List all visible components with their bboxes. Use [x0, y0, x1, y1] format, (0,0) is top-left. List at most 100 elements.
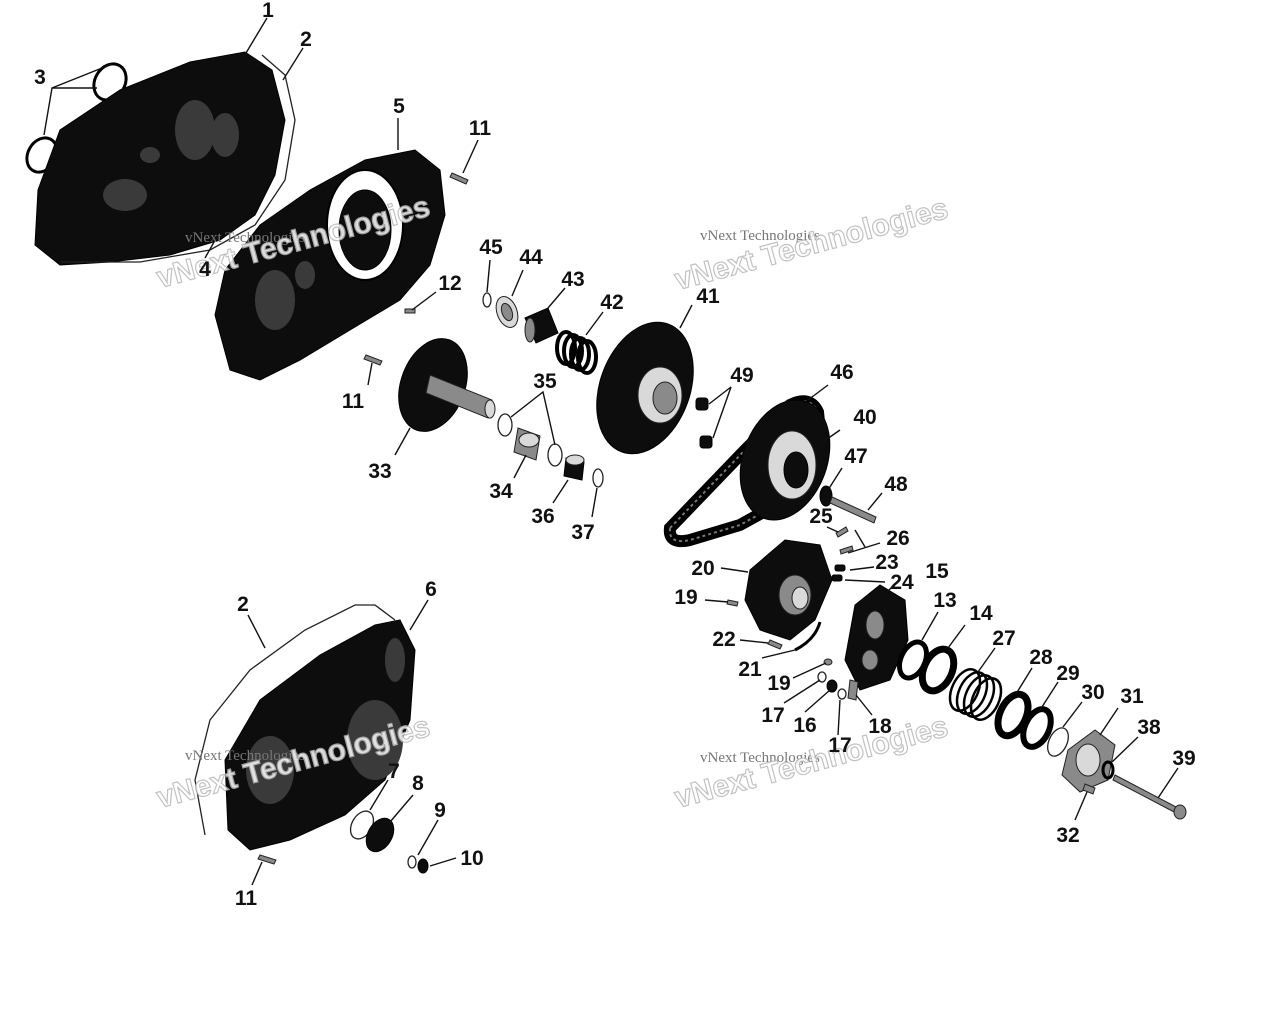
callout-23: 23 [875, 551, 898, 574]
callout-48: 48 [884, 473, 908, 496]
part-36-bushing [563, 454, 585, 481]
part-12-pin [404, 308, 416, 314]
part-48-bolt [829, 496, 877, 524]
callout-40: 40 [853, 406, 876, 429]
callout-24: 24 [890, 571, 914, 594]
callout-22: 22 [712, 628, 735, 651]
callout-25: 25 [809, 505, 833, 528]
part-2-gasket-top [60, 54, 296, 263]
part-31-cap [1061, 729, 1116, 793]
callout-36: 36 [531, 505, 554, 528]
callout-45: 45 [479, 236, 503, 259]
part-23-pin [834, 564, 846, 572]
callout-19-bottom: 19 [767, 672, 790, 695]
part-9-o-ring [407, 855, 417, 869]
callout-43: 43 [561, 268, 584, 291]
callout-33: 33 [368, 460, 391, 483]
callout-2-bottom: 2 [237, 593, 249, 616]
watermark-small-text: vNext Technologies [700, 750, 820, 766]
part-20-spider [744, 539, 833, 641]
part-14-ring [918, 645, 958, 695]
part-26-pin [839, 545, 854, 555]
callout-42: 42 [600, 291, 623, 314]
callout-46: 46 [830, 361, 853, 384]
watermark-top-right: vNext Technologies vNext Technologies [671, 192, 952, 298]
part-17-washer-b [837, 688, 847, 700]
callout-35: 35 [533, 370, 557, 393]
callout-38: 38 [1137, 716, 1161, 739]
part-17-washer-a [817, 671, 827, 683]
callout-20: 20 [691, 557, 714, 580]
callout-41: 41 [696, 285, 720, 308]
part-16-washer [826, 679, 838, 693]
callout-26: 26 [886, 527, 909, 550]
part-37-ring [592, 468, 604, 488]
part-39-bolt [1112, 774, 1187, 820]
callout-18: 18 [868, 715, 892, 738]
callout-47: 47 [844, 445, 867, 468]
callout-49: 49 [730, 364, 753, 387]
part-29-ring [1020, 706, 1054, 750]
callout-30: 30 [1081, 681, 1104, 704]
part-34-bushing [513, 427, 541, 461]
callout-11-mid: 11 [342, 390, 365, 413]
callout-27: 27 [992, 627, 1015, 650]
callout-11-top: 11 [469, 117, 492, 140]
part-1-outer-cover [34, 51, 286, 266]
part-5-inner-cover [214, 149, 446, 381]
part-44-bearing [495, 296, 519, 328]
callout-17-left: 17 [761, 704, 784, 727]
callout-21: 21 [738, 658, 762, 681]
part-40-driven-pulley [739, 399, 831, 521]
part-42-spring [555, 330, 598, 375]
callout-10: 10 [460, 847, 483, 870]
part-35-ring-a [497, 413, 513, 437]
part-11-bolt-top [449, 172, 469, 185]
callout-16: 16 [793, 714, 816, 737]
watermark-small-text: vNext Technologies [185, 230, 305, 246]
part-8-plug [365, 817, 395, 853]
leader-lines [43, 17, 1179, 886]
callout-8: 8 [412, 772, 424, 795]
watermark-small-text: vNext Technologies [700, 228, 820, 244]
callout-28: 28 [1029, 646, 1053, 669]
part-33-fixed-sheave [398, 338, 496, 432]
callout-2-top: 2 [300, 28, 312, 51]
part-6-lower-cover [224, 619, 416, 851]
part-10-plug [417, 858, 429, 874]
part-2-gasket-bottom [194, 604, 396, 836]
part-49-roller-a [695, 397, 709, 411]
callout-7: 7 [388, 760, 400, 783]
part-15-cam-housing [844, 584, 909, 691]
part-45-washer [482, 292, 492, 308]
part-11-bolt-low [257, 854, 277, 865]
part-49-roller-b [699, 435, 713, 449]
part-19-screw-a [726, 599, 739, 607]
callout-12: 12 [438, 272, 461, 295]
callout-32: 32 [1056, 824, 1079, 847]
callout-39: 39 [1172, 747, 1195, 770]
part-38-washer [1101, 760, 1115, 780]
callout-17-right: 17 [828, 734, 851, 757]
callout-9: 9 [434, 799, 446, 822]
part-25-pin [835, 526, 849, 538]
part-11-bolt-mid [363, 354, 383, 366]
callout-5: 5 [393, 95, 405, 118]
part-41-movable-sheave [596, 321, 694, 455]
callout-6: 6 [425, 578, 437, 601]
part-18-spacer [847, 679, 859, 701]
callout-44: 44 [519, 246, 543, 269]
callout-37: 37 [571, 521, 594, 544]
callout-31: 31 [1120, 685, 1144, 708]
part-21-clip [794, 621, 822, 652]
callout-3: 3 [34, 66, 46, 89]
part-32-screw [1082, 783, 1096, 795]
callout-19-top: 19 [674, 586, 697, 609]
part-22-pin [767, 639, 783, 650]
watermark-big-text: vNext Technologies [671, 192, 951, 297]
callout-29: 29 [1056, 662, 1079, 685]
callout-labels: 1 2 3 4 5 11 12 11 33 45 44 43 42 41 35 … [34, 0, 1196, 910]
callout-34: 34 [489, 480, 513, 503]
callout-13: 13 [933, 589, 956, 612]
callout-4: 4 [199, 258, 211, 281]
